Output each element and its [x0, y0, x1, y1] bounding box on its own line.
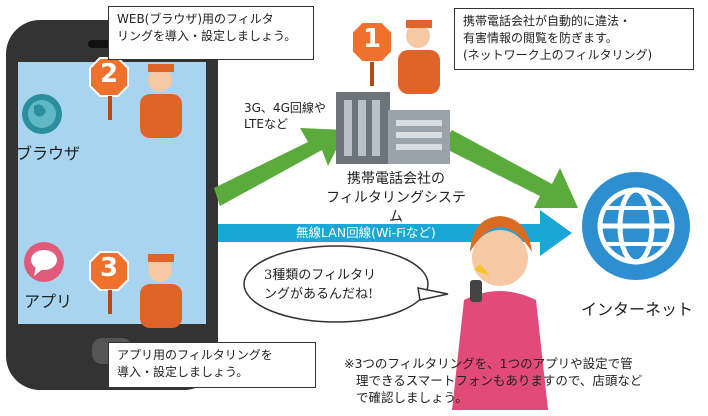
speech-bubble-icon	[24, 242, 64, 282]
internet-globe-icon	[582, 172, 690, 280]
speech-bubble	[243, 245, 449, 323]
wireless-arrow	[218, 210, 572, 256]
carrier-system-label-1: 携帯電話会社の	[347, 171, 445, 187]
badge-three-number: 3	[99, 253, 119, 283]
wireless-label: 無線LAN回線(Wi-Fiなど)	[296, 225, 436, 240]
footnote-line-1: ※3つのフィルタリングを、1つのアプリや設定で管	[344, 356, 633, 371]
app-filter-line-1: アプリ用のフィルタリングを	[117, 348, 273, 362]
speech-line-1: 3種類のフィルタリ	[264, 268, 377, 283]
footnote: ※3つのフィルタリングを、1つのアプリや設定で管 理できるスマートフォンもありま…	[344, 355, 706, 406]
badge-two-number: 2	[99, 59, 119, 89]
web-filter-line-2: リングを導入・設定しましょう。	[117, 29, 297, 43]
browser-label: ブラウザ	[16, 144, 81, 163]
app-filter-callout: アプリ用のフィルタリングを 導入・設定しましょう。	[108, 342, 316, 388]
internet-label: インターネット	[580, 300, 693, 319]
mobile-line-arrow	[214, 128, 346, 206]
badge-one	[351, 21, 393, 86]
mobile-line-label-2: LTEなど	[244, 117, 288, 131]
carrier-filter-line-3: (ネットワーク上のフィルタリング)	[463, 48, 653, 62]
web-filter-line-1: WEB(ブラウザ)用のフィルタ	[117, 12, 274, 26]
to-internet-arrow	[440, 130, 578, 208]
app-filter-line-2: 導入・設定しましょう。	[117, 365, 249, 379]
carrier-system-label: 携帯電話会社の フィルタリングシステム	[320, 170, 472, 227]
officer-icon	[140, 254, 182, 328]
mobile-line-label-1: 3G、4G回線や	[244, 101, 326, 115]
badge-three	[89, 251, 129, 314]
badge-one-number: 1	[362, 24, 382, 54]
carrier-system-label-2: フィルタリングシステム	[326, 190, 466, 225]
globe-icon	[22, 94, 62, 134]
woman-with-phone-icon	[452, 216, 548, 410]
app-label: アプリ	[24, 292, 73, 311]
speech-text: 3種類のフィルタリ ングがあるんだね!	[264, 266, 414, 304]
footnote-line-3: で確認しましょう。	[356, 390, 468, 405]
carrier-filter-line-2: 有害情報の閲覧を防ぎます。	[463, 31, 618, 45]
web-filter-callout: WEB(ブラウザ)用のフィルタ リングを導入・設定しましょう。	[108, 6, 314, 60]
speech-line-2: ングがあるんだね!	[264, 287, 374, 302]
footnote-line-2: 理できるスマートフォンもありますので、店頭など	[356, 373, 643, 388]
officer-icon	[398, 20, 440, 94]
carrier-filter-line-1: 携帯電話会社が自動的に違法・	[463, 14, 632, 28]
carrier-filter-callout: 携帯電話会社が自動的に違法・ 有害情報の閲覧を防ぎます。 (ネットワーク上のフィ…	[454, 8, 694, 70]
mobile-line-label: 3G、4G回線や LTEなど	[244, 100, 326, 132]
badge-two	[89, 57, 129, 120]
officer-icon	[140, 64, 182, 138]
building-icon	[336, 92, 450, 164]
